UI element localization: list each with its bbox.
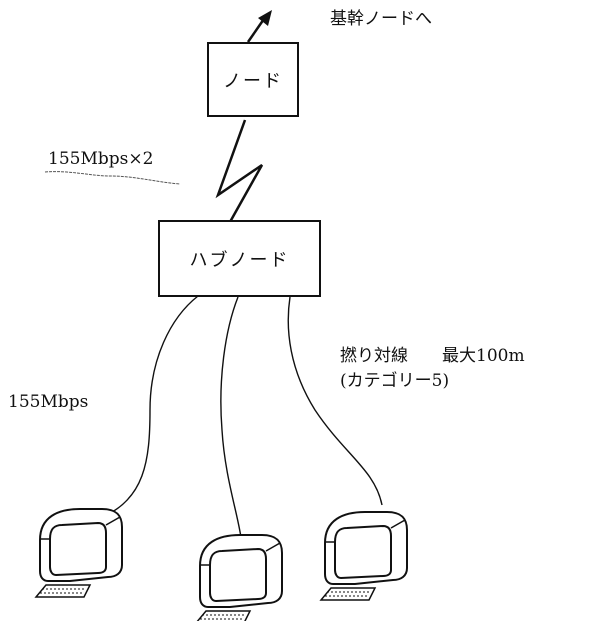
node-label: ノード bbox=[223, 67, 283, 93]
cable-center bbox=[221, 297, 242, 545]
uplink-zigzag bbox=[218, 120, 262, 222]
hub-node-label: ハブノード bbox=[190, 246, 290, 272]
node-box: ノード bbox=[207, 42, 299, 117]
terminal-speed-label: 155Mbps bbox=[8, 391, 88, 413]
uplink-speed-label: 155Mbps×2 bbox=[48, 148, 153, 170]
desktop-computer-icon bbox=[196, 535, 282, 621]
backbone-link bbox=[248, 10, 272, 42]
cable-category-label: (カテゴリー5) bbox=[340, 370, 449, 392]
desktop-computer-icon bbox=[36, 509, 122, 597]
cable-left bbox=[100, 296, 198, 518]
cable-right bbox=[288, 297, 382, 505]
backbone-label: 基幹ノードへ bbox=[330, 8, 432, 30]
desktop-computer-icon bbox=[321, 512, 407, 600]
uplink-label-underline bbox=[45, 172, 180, 184]
cable-type-label: 撚り対線 最大100m bbox=[340, 345, 525, 367]
hub-node-box: ハブノード bbox=[158, 220, 321, 297]
